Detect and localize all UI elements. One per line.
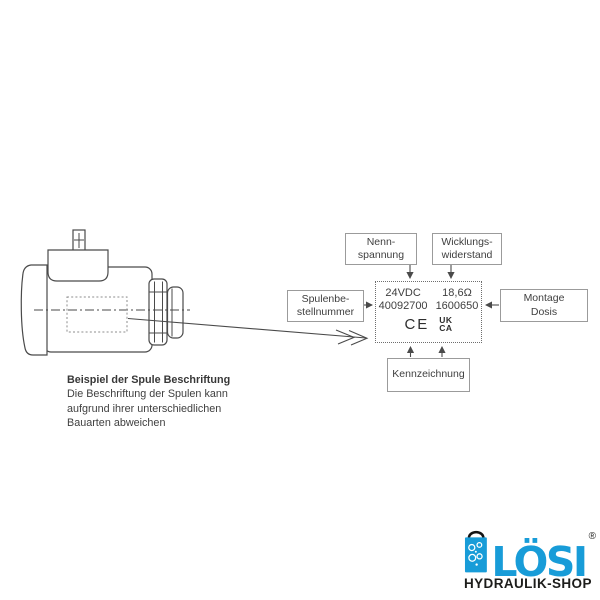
ce-mark-icon: CE xyxy=(404,316,430,333)
coil-outline xyxy=(20,229,190,356)
shopping-bag-gears-icon xyxy=(464,530,487,573)
voltage-value: 24VDC xyxy=(385,287,421,299)
logo-wordmark: LÖSI xyxy=(491,538,588,586)
resistance-value: 18,6Ω xyxy=(442,287,472,299)
caption-block: Beispiel der Spule Beschriftung Die Besc… xyxy=(67,373,257,430)
callout-wicklungswiderstand: Wicklungs- widerstand xyxy=(432,233,502,265)
coil-label-plate: 24VDC 18,6Ω 40092700 1600650 CE UK CA xyxy=(375,281,482,343)
ukca-top: UK xyxy=(439,315,453,325)
callout-arrows xyxy=(363,264,499,357)
coil-connector xyxy=(47,249,109,282)
label-zone-dashed-rect xyxy=(66,296,128,333)
conformity-marks: CE UK CA xyxy=(404,316,452,333)
ukca-bottom: CA xyxy=(439,322,453,333)
caption-title: Beispiel der Spule Beschriftung xyxy=(67,374,231,386)
logo-tagline: HYDRAULIK-SHOP xyxy=(464,576,592,591)
terminal-cross-mark xyxy=(74,233,84,248)
order-number-value: 40092700 xyxy=(378,300,428,312)
winding-number-value: 1600650 xyxy=(435,300,479,312)
label-plate-values: 24VDC 18,6Ω 40092700 1600650 xyxy=(379,287,479,313)
losi-logo: LÖSI ® HYDRAULIK-SHOP xyxy=(464,527,596,595)
coil-end-cap xyxy=(166,286,184,339)
ukca-mark-icon: UK CA xyxy=(439,315,453,333)
callout-spulenbestellnummer: Spulenbe- stellnummer xyxy=(287,290,364,322)
callout-nennspannung: Nenn- spannung xyxy=(345,233,417,265)
logo-row: LÖSI ® xyxy=(464,527,596,583)
leader-arrow xyxy=(127,317,369,346)
nut-facet-lines xyxy=(149,281,167,343)
callout-montage-dosis: Montage Dosis xyxy=(500,289,588,322)
caption-body: Die Beschriftung der Spulen kann aufgrun… xyxy=(67,388,228,429)
callout-kennzeichnung: Kennzeichnung xyxy=(387,358,470,392)
registered-trademark-symbol: ® xyxy=(588,531,596,542)
coil-nut xyxy=(148,278,168,346)
